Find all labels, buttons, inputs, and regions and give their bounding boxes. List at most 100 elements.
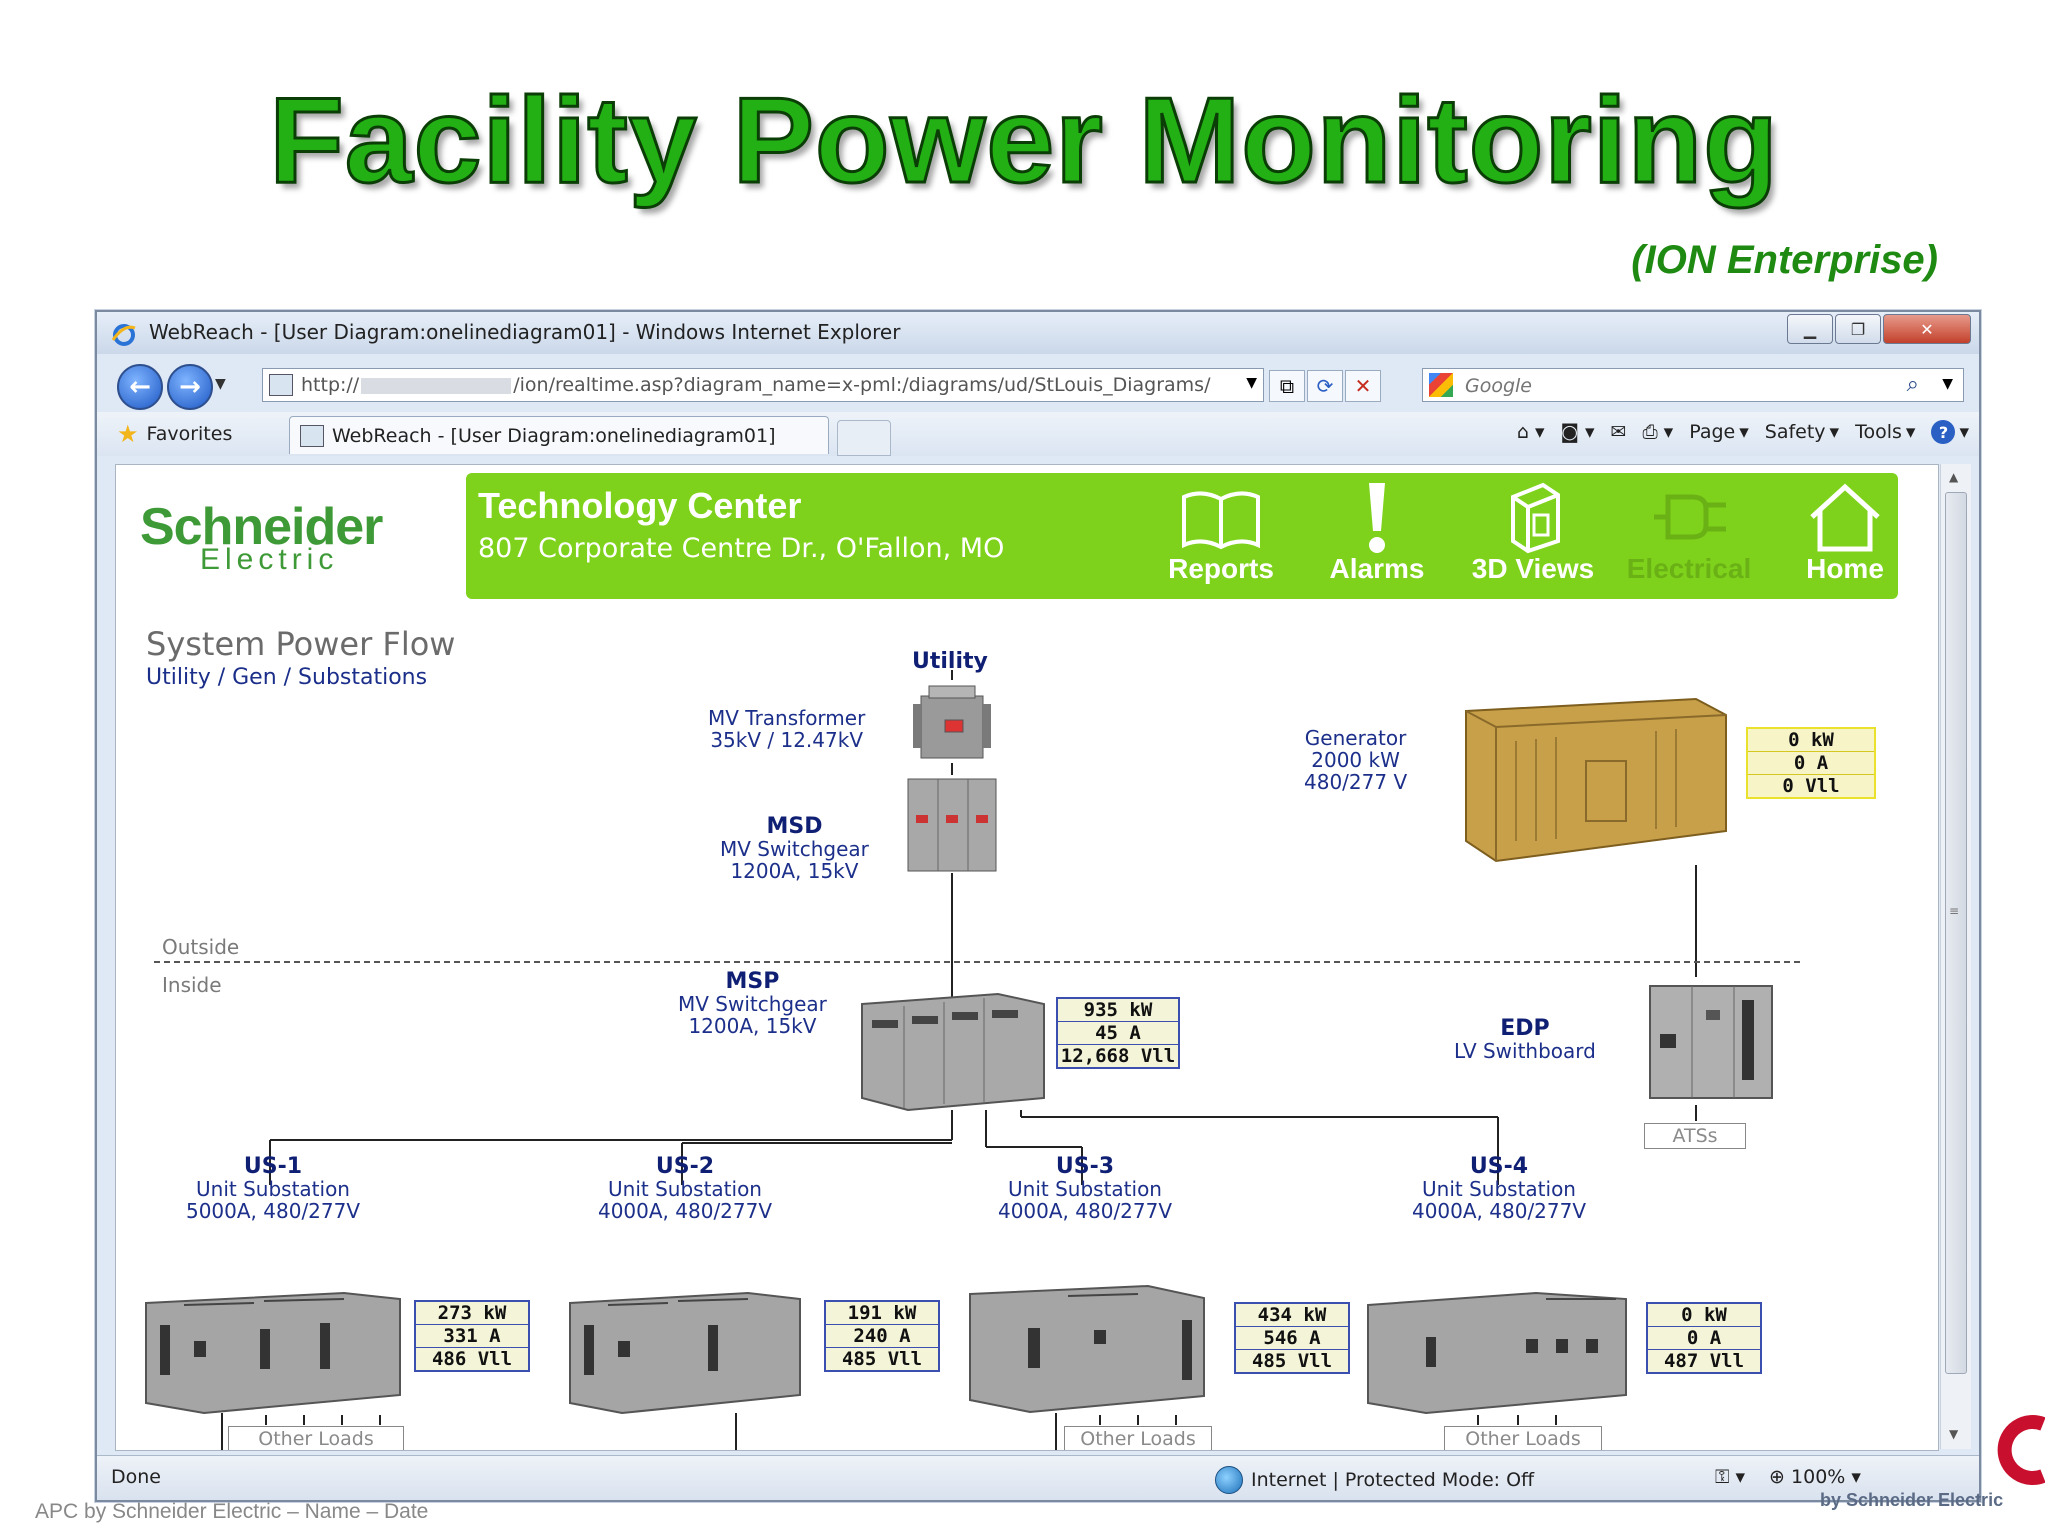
us-1-equipment-icon[interactable]: [144, 1285, 404, 1417]
generator-icon[interactable]: [1456, 691, 1736, 871]
inside-label: Inside: [162, 973, 222, 997]
star-icon: ★: [117, 420, 139, 448]
compatibility-icon[interactable]: ⧉: [1269, 370, 1305, 402]
scroll-up-icon[interactable]: ▲: [1949, 470, 1959, 484]
minimize-button[interactable]: ▁: [1787, 314, 1833, 344]
address-bar[interactable]: http:///ion/realtime.asp?diagram_name=x-…: [262, 368, 1264, 402]
slide-subtitle: (ION Enterprise): [1631, 238, 1938, 282]
header-banner: Technology Center 807 Corporate Centre D…: [466, 473, 1898, 599]
scroll-thumb[interactable]: [1945, 492, 1967, 1374]
globe-icon: [1215, 1466, 1243, 1494]
address-dropdown-icon[interactable]: ▼: [1246, 375, 1257, 391]
us-2-equipment-icon[interactable]: [568, 1285, 804, 1417]
outside-inside-divider: [154, 961, 1800, 963]
search-box[interactable]: ⌕ ▼: [1422, 368, 1964, 402]
generator-readout: 0 kW 0 A 0 Vll: [1746, 727, 1876, 799]
tools-menu[interactable]: Tools ▾: [1855, 421, 1916, 443]
address-text[interactable]: http:///ion/realtime.asp?diagram_name=x-…: [301, 374, 1211, 396]
us-4-other-loads[interactable]: Other Loads: [1444, 1426, 1602, 1450]
section-subtitle[interactable]: Utility / Gen / Substations: [146, 665, 428, 690]
edp-switchboard-icon[interactable]: [1646, 980, 1776, 1104]
page-menu[interactable]: Page ▾: [1689, 421, 1749, 443]
home-cmd-icon[interactable]: ⌂ ▾: [1516, 421, 1545, 443]
zoom-control[interactable]: ⊕ 100% ▾: [1769, 1466, 1861, 1488]
forward-button[interactable]: →: [167, 364, 213, 410]
us-4-equipment-icon[interactable]: [1366, 1285, 1630, 1417]
restore-button[interactable]: ❐: [1835, 314, 1881, 344]
status-text: Done: [111, 1466, 161, 1488]
ie-icon: [111, 324, 136, 346]
stop-icon[interactable]: ✕: [1345, 370, 1381, 402]
tab-page-icon: [300, 424, 324, 447]
exclamation-icon: [1369, 483, 1385, 553]
banner-title: Technology Center: [478, 485, 802, 526]
us-3-other-loads[interactable]: Other Loads: [1064, 1426, 1212, 1450]
apc-logo-icon: [1997, 1415, 2045, 1485]
outside-label: Outside: [162, 935, 240, 959]
back-button[interactable]: ←: [117, 364, 163, 410]
browser-window: WebReach - [User Diagram:onelinediagram0…: [95, 310, 1981, 1502]
us-4-readout: 0 kW 0 A 487 Vll: [1646, 1302, 1762, 1374]
search-input[interactable]: [1463, 374, 1867, 398]
window-title: WebReach - [User Diagram:onelinediagram0…: [149, 320, 901, 344]
transformer-icon[interactable]: [911, 680, 995, 764]
vertical-scrollbar[interactable]: ▲ ≡ ▼: [1940, 464, 1971, 1449]
nav-reports[interactable]: Reports: [1156, 479, 1286, 585]
home-icon: [1810, 483, 1880, 552]
us-3-readout: 434 kW 546 A 485 Vll: [1234, 1302, 1350, 1374]
slide-footer: APC by Schneider Electric – Name – Date: [35, 1500, 429, 1523]
feeds-icon[interactable]: ◙ ▾: [1560, 421, 1595, 443]
redacted-host: [361, 377, 512, 394]
status-bar: Done Internet | Protected Mode: Off ⚿ ▾ …: [97, 1455, 1979, 1500]
history-dropdown-icon[interactable]: ▼: [215, 376, 226, 392]
nav-3d-views[interactable]: 3D Views: [1468, 479, 1598, 585]
cube-icon: [1511, 482, 1560, 554]
nav-home[interactable]: Home: [1780, 479, 1910, 585]
scroll-grip-icon: ≡: [1949, 904, 1960, 918]
page-content: Schneider Electric Technology Center 807…: [115, 464, 1939, 1451]
favorites-bar: ★Favorites WebReach - [User Diagram:onel…: [97, 412, 1979, 456]
print-icon[interactable]: ⎙ ▾: [1642, 421, 1674, 443]
new-tab-button[interactable]: [837, 420, 891, 456]
title-bar: WebReach - [User Diagram:onelinediagram0…: [97, 312, 1979, 354]
us-3-equipment-icon[interactable]: [968, 1280, 1208, 1416]
schneider-logo[interactable]: Schneider Electric: [140, 498, 383, 576]
msd-switchgear-icon[interactable]: [904, 775, 1000, 875]
protected-mode-icon[interactable]: ⚿ ▾: [1715, 1466, 1746, 1488]
search-dropdown-icon[interactable]: ▼: [1942, 376, 1953, 392]
scroll-down-icon[interactable]: ▼: [1949, 1427, 1959, 1441]
nav-alarms[interactable]: Alarms: [1312, 479, 1442, 585]
help-menu[interactable]: ? ▾: [1931, 420, 1969, 444]
security-zone[interactable]: Internet | Protected Mode: Off: [1215, 1466, 1534, 1494]
address-row: ← → ▼ http:///ion/realtime.asp?diagram_n…: [97, 362, 1979, 410]
page-icon: [269, 374, 293, 396]
search-icon[interactable]: ⌕: [1906, 372, 1919, 397]
book-icon: [1182, 491, 1260, 550]
plug-icon: [1654, 494, 1726, 540]
command-bar: ⌂ ▾ ◙ ▾ ✉ ⎙ ▾ Page ▾ Safety ▾ Tools ▾ ? …: [1517, 420, 1969, 444]
utility-label: Utility: [912, 649, 988, 674]
refresh-icon[interactable]: ⟳: [1307, 370, 1343, 402]
close-window-button[interactable]: ✕: [1883, 314, 1971, 344]
ats-box[interactable]: ATSs: [1644, 1123, 1746, 1149]
nav-electrical[interactable]: Electrical: [1624, 479, 1754, 585]
google-icon: [1429, 373, 1453, 397]
one-line-wiring: [221, 670, 1697, 1450]
slide-title: Facility Power Monitoring: [268, 71, 1779, 210]
safety-menu[interactable]: Safety ▾: [1764, 421, 1840, 443]
banner-address: 807 Corporate Centre Dr., O'Fallon, MO: [478, 533, 1005, 564]
tab-label: WebReach - [User Diagram:onelinediagram0…: [332, 424, 776, 447]
us-1-readout: 273 kW 331 A 486 Vll: [414, 1300, 530, 1372]
msp-switchgear-icon[interactable]: [858, 990, 1048, 1112]
us-1-other-loads[interactable]: Other Loads: [228, 1426, 404, 1450]
browser-tab[interactable]: WebReach - [User Diagram:onelinediagram0…: [289, 416, 829, 454]
favorites-button[interactable]: ★Favorites: [117, 420, 233, 448]
mail-icon[interactable]: ✉: [1610, 421, 1627, 443]
brand-footer: by Schneider Electric: [1820, 1490, 2004, 1510]
